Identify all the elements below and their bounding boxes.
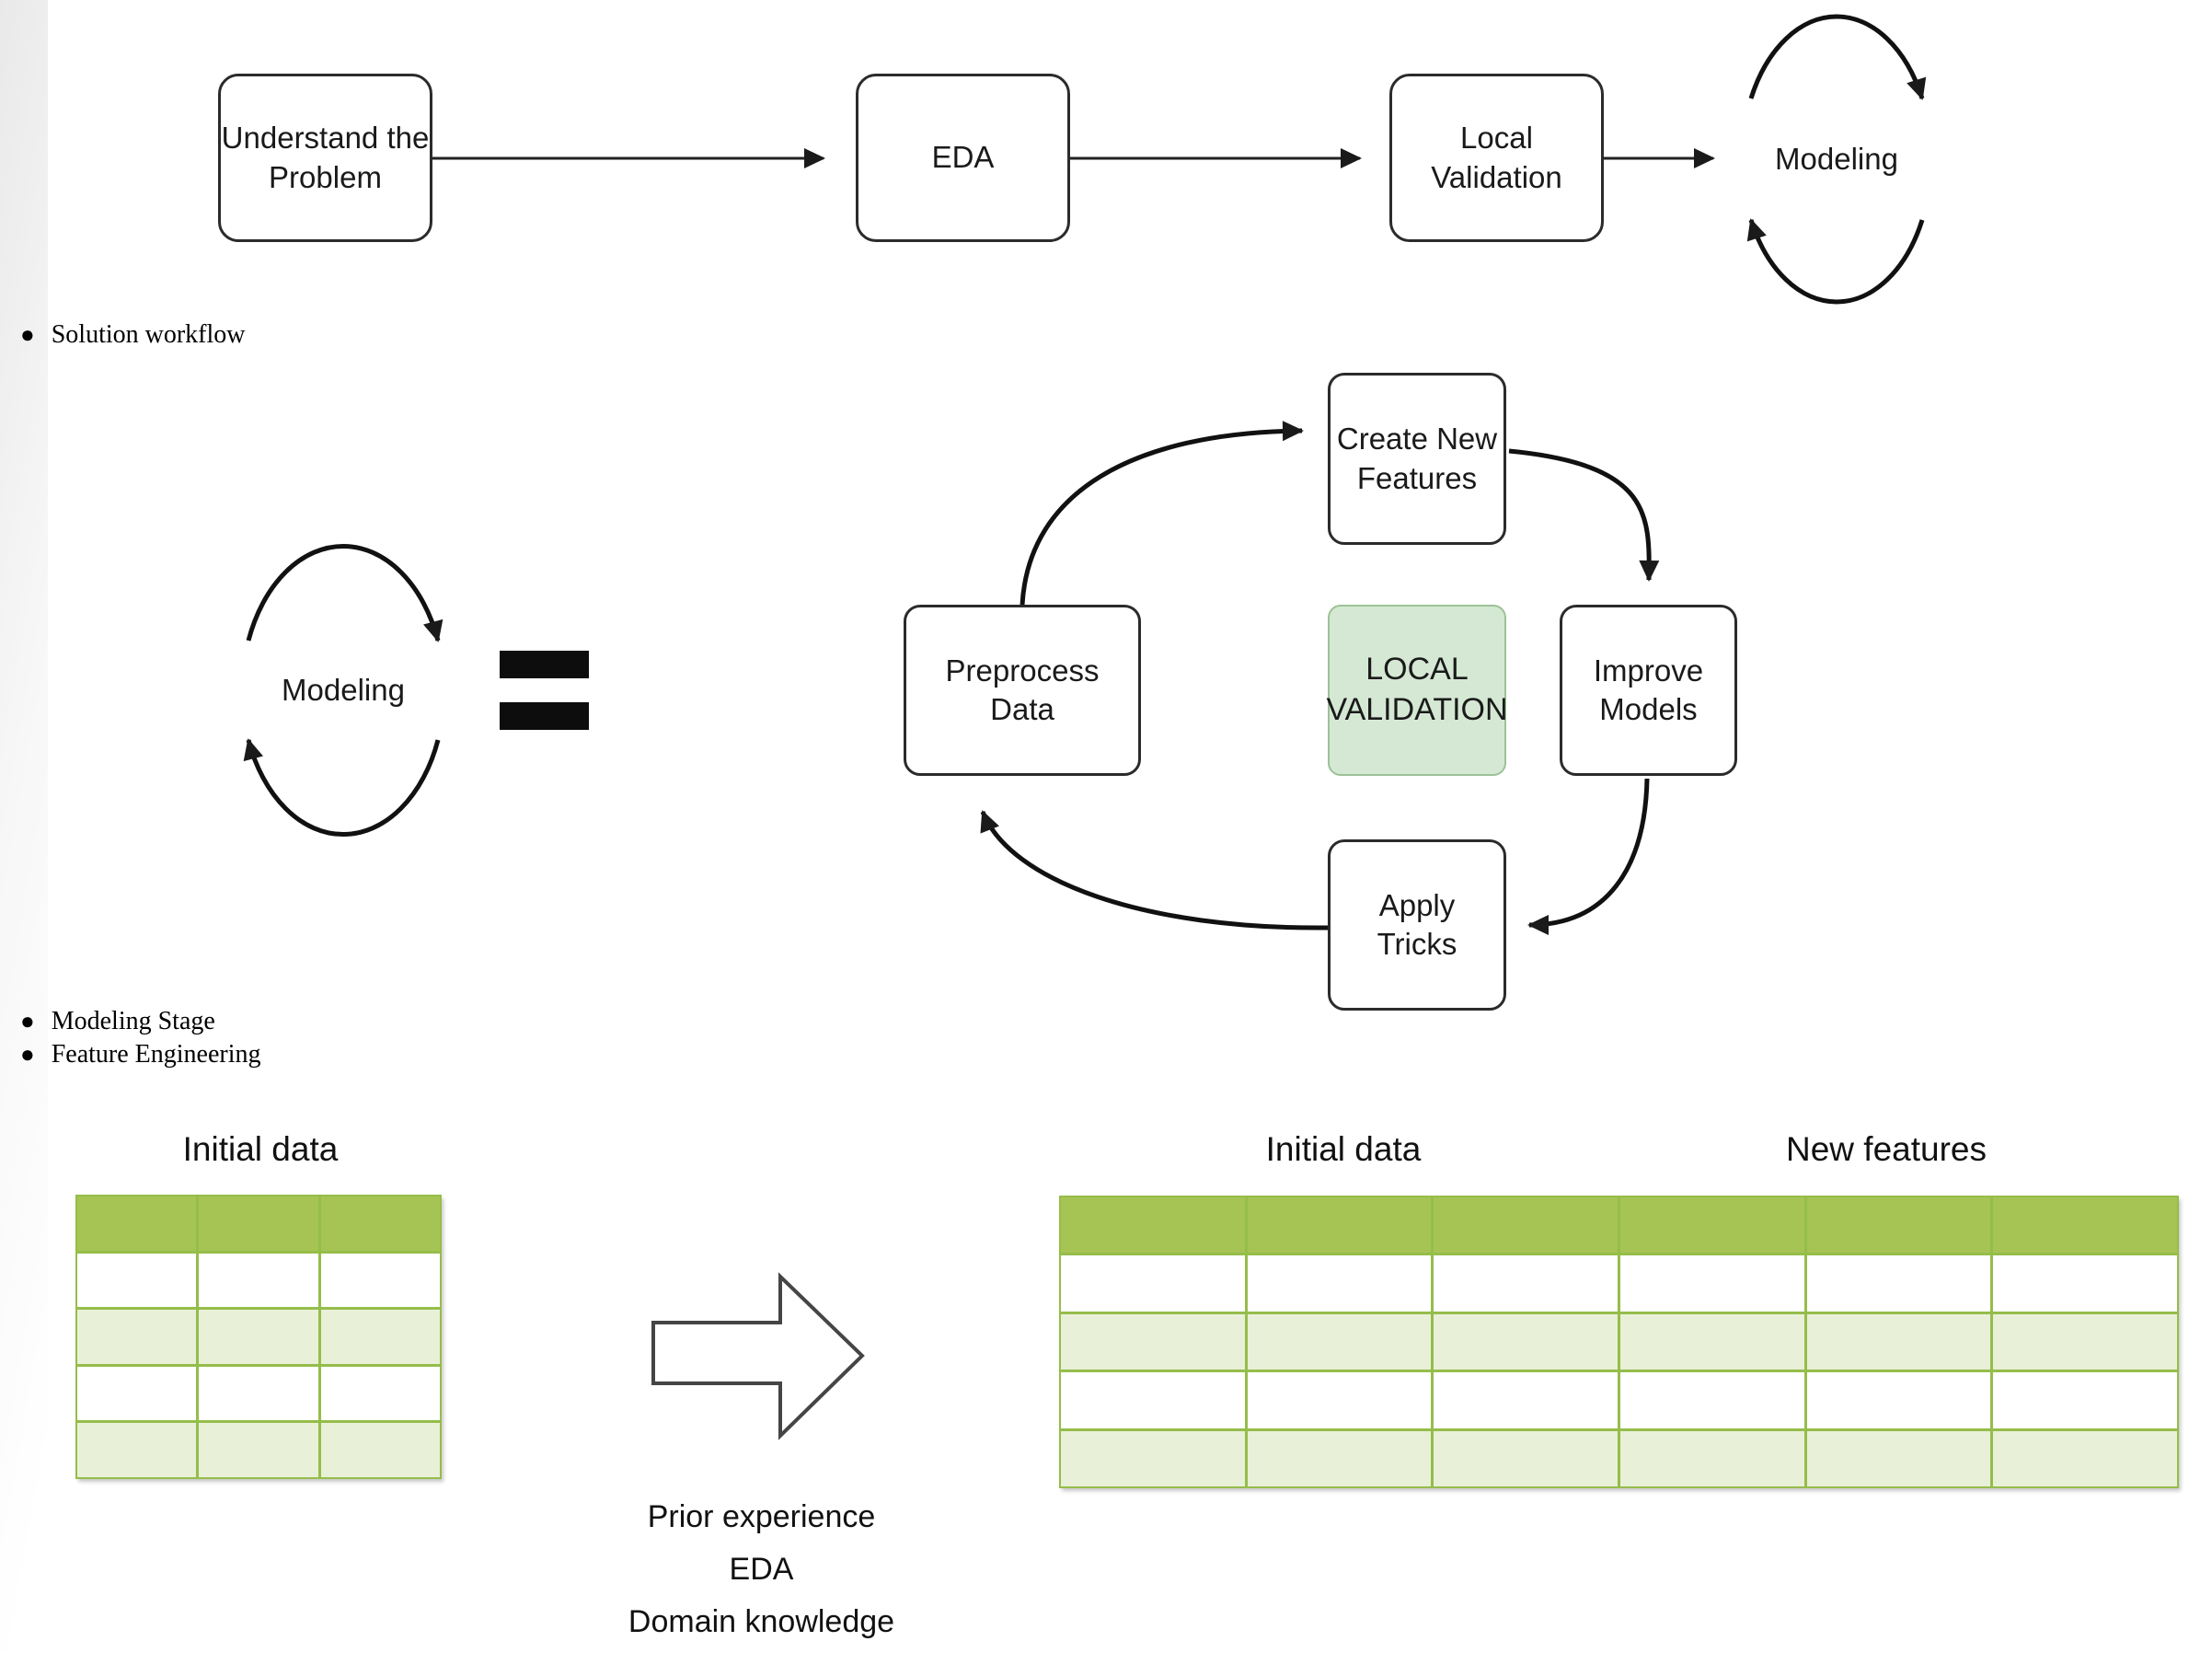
initial-data-table [75, 1195, 442, 1479]
equals-sign-top-bar [500, 651, 589, 678]
table-cell [1619, 1370, 1806, 1430]
table-row [75, 1195, 442, 1253]
table-row [75, 1364, 442, 1423]
modeling-cycle-label: Modeling [282, 673, 405, 707]
loop-node-improve-models: Improve Models [1560, 605, 1737, 776]
left-table-title: Initial data [182, 1130, 339, 1168]
bullet-label: Modeling Stage [51, 1007, 215, 1035]
table-row [75, 1251, 442, 1310]
expanded-data-table [1059, 1196, 2180, 1489]
bullet-solution-workflow: ● Solution workflow [20, 320, 246, 350]
table-cell [1059, 1254, 1247, 1313]
table-cell [1619, 1312, 1806, 1372]
bullet-feature-engineering: ● Feature Engineering [20, 1040, 261, 1069]
table-cell [1059, 1196, 1247, 1255]
bullet-label: Feature Engineering [51, 1040, 261, 1069]
table-cell [75, 1251, 199, 1310]
arrow-caption: Prior experience EDA Domain knowledge [628, 1499, 895, 1639]
table-row [1059, 1428, 2180, 1489]
right-table-initial-title: Initial data [1265, 1130, 1422, 1168]
modeling-cycle-icon-top [1746, 14, 1927, 305]
table-cell [1059, 1312, 1247, 1372]
table-cell [1804, 1254, 1993, 1313]
table-cell [1432, 1428, 1620, 1489]
workflow-node-local-validation: Local Validation [1389, 74, 1604, 242]
table-row [1059, 1196, 2180, 1255]
table-cell [1804, 1428, 1993, 1489]
table-cell [1804, 1370, 1993, 1430]
bullet-modeling-stage: ● Modeling Stage [20, 1007, 215, 1036]
bullet-dot: ● [20, 1041, 35, 1068]
table-cell [1619, 1196, 1806, 1255]
cycle-arc-bottom [243, 738, 441, 837]
loop-node-apply-tricks: Apply Tricks [1328, 839, 1506, 1011]
equals-sign-bottom-bar [500, 702, 589, 730]
table-cell [1059, 1370, 1247, 1430]
table-cell [1245, 1312, 1434, 1372]
table-cell [1432, 1196, 1620, 1255]
table-cell [75, 1421, 199, 1479]
table-cell [197, 1251, 320, 1310]
table-cell [318, 1308, 442, 1366]
table-cell [1432, 1370, 1620, 1430]
arrow-create-to-improve [1508, 448, 1660, 582]
cycle-arc-top [246, 544, 444, 642]
table-row [1059, 1312, 2180, 1372]
arrow-tricks-to-preprocess [980, 810, 1329, 931]
local-validation-box: LOCAL VALIDATION [1326, 605, 1508, 776]
table-cell [318, 1195, 442, 1253]
table-cell [1245, 1196, 1434, 1255]
table-cell [318, 1251, 442, 1310]
table-cell [197, 1195, 320, 1253]
table-cell [1804, 1196, 1993, 1255]
table-cell [1245, 1428, 1434, 1489]
workflow-node-understand-problem: Understand the Problem [218, 74, 432, 242]
arrow-preprocess-to-create [1020, 421, 1304, 606]
cycle-arc-bottom [1746, 218, 1925, 305]
table-cell [1991, 1196, 2180, 1255]
table-row [1059, 1254, 2180, 1313]
page-edge-shading [0, 0, 48, 1653]
modeling-loop-arrows [980, 421, 1660, 935]
table-cell [1991, 1370, 2180, 1430]
table-cell [75, 1308, 199, 1366]
loop-node-preprocess-data: Preprocess Data [904, 605, 1141, 776]
table-cell [197, 1364, 320, 1423]
table-cell [197, 1421, 320, 1479]
table-cell [1619, 1428, 1806, 1489]
table-row [75, 1421, 442, 1479]
table-cell [1991, 1428, 2180, 1489]
workflow-node-modeling-label: Modeling [1775, 142, 1898, 176]
table-cell [1432, 1254, 1620, 1313]
table-cell [75, 1364, 199, 1423]
modeling-cycle-icon-left [243, 544, 444, 837]
table-cell [1804, 1312, 1993, 1372]
bullet-label: Solution workflow [51, 320, 246, 349]
cycle-arc-top [1748, 14, 1927, 100]
table-cell [1059, 1428, 1247, 1489]
block-arrow-right-icon [651, 1272, 865, 1440]
table-cell [1245, 1370, 1434, 1430]
table-cell [1432, 1312, 1620, 1372]
table-cell [318, 1421, 442, 1479]
table-row [1059, 1370, 2180, 1430]
table-cell [197, 1308, 320, 1366]
bullet-dot: ● [20, 321, 35, 348]
right-table-new-features-title: New features [1786, 1130, 1987, 1168]
table-cell [75, 1195, 199, 1253]
table-cell [1245, 1254, 1434, 1313]
table-cell [1619, 1254, 1806, 1313]
workflow-node-eda: EDA [856, 74, 1070, 242]
table-row [75, 1308, 442, 1366]
table-cell [1991, 1312, 2180, 1372]
table-cell [318, 1364, 442, 1423]
bullet-dot: ● [20, 1008, 35, 1035]
arrow-improve-to-tricks [1527, 778, 1650, 935]
table-cell [1991, 1254, 2180, 1313]
loop-node-create-new-features: Create New Features [1328, 373, 1506, 545]
